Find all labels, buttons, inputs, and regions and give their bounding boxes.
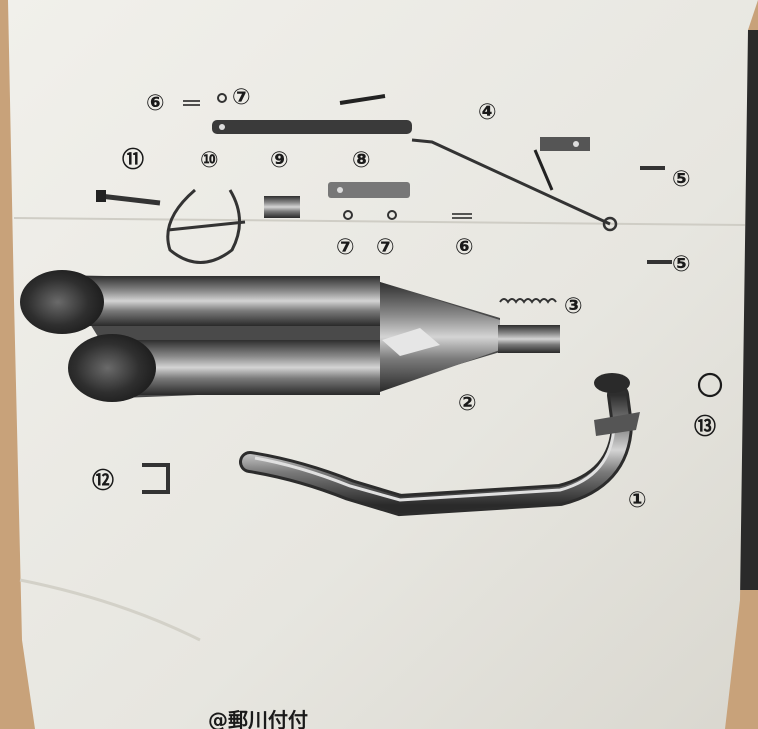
part-9-collar — [264, 196, 300, 218]
part-4-stay-plate — [540, 137, 590, 151]
stay-hole — [219, 124, 225, 130]
part-7-nut-b — [387, 210, 397, 220]
part-10-clamp-band — [166, 188, 242, 264]
label-part-3: ③ — [564, 294, 583, 319]
part-4-stay-rod — [411, 138, 611, 226]
upper-muffler-end-cap — [20, 270, 104, 334]
collector-section — [380, 282, 500, 392]
label-part-9: ⑨ — [270, 148, 289, 173]
header-pipe-highlight — [254, 424, 616, 502]
muffler-inlet-pipe — [498, 325, 560, 353]
label-part-5-upper: ⑤ — [672, 167, 691, 192]
part-6-screw-lower — [452, 213, 472, 219]
part-8-bracket — [328, 182, 410, 198]
part-13-gasket — [697, 372, 723, 398]
part-2-muffler-assembly — [20, 270, 560, 402]
stay-bolt — [339, 94, 386, 105]
label-part-11: ⑪ — [122, 147, 144, 173]
label-part-1: ① — [628, 488, 647, 513]
paper-fold-line — [13, 217, 746, 226]
lower-muffler-end-cap — [68, 334, 156, 402]
header-mount-plate — [594, 412, 640, 436]
paper-crease — [19, 578, 201, 642]
part-7-nut-a — [343, 210, 353, 220]
part-11-long-bolt — [99, 193, 161, 206]
stay-rod-eye — [602, 216, 618, 232]
label-part-7-top: ⑦ — [232, 85, 251, 110]
label-part-5-lower: ⑤ — [672, 252, 691, 277]
header-flange — [594, 373, 630, 393]
part-6-screw-top — [183, 100, 200, 106]
stay-plate-hole — [573, 141, 579, 147]
label-part-6-lower: ⑥ — [455, 235, 474, 260]
collector-highlight — [382, 328, 440, 356]
label-part-12: ⑫ — [92, 468, 114, 494]
label-part-7-a: ⑦ — [336, 235, 355, 260]
label-part-2: ② — [458, 391, 477, 416]
part-1-exhaust-pipe — [239, 373, 640, 517]
bolt-head — [96, 190, 106, 202]
label-part-10: ⑩ — [200, 148, 219, 173]
upper-muffler-tube — [60, 276, 380, 326]
part-7-nut-top — [217, 93, 227, 103]
part-4-stay-bar — [212, 120, 412, 134]
part-number-labels: ⑥ ⑦ ④ ⑪ ⑩ ⑨ ⑧ ⑤ ⑦ ⑦ ⑥ ⑤ ③ ② ⑫ ① ⑬ — [92, 85, 716, 513]
label-part-4: ④ — [478, 100, 497, 125]
clamp-strap — [167, 220, 246, 232]
part-12-clip — [142, 463, 170, 494]
label-part-7-b: ⑦ — [376, 235, 395, 260]
label-part-6-top: ⑥ — [146, 91, 165, 116]
label-part-8: ⑧ — [352, 148, 371, 173]
label-part-13: ⑬ — [694, 414, 716, 440]
bracket-hole — [337, 187, 343, 193]
footer-text-fragment: @郵川付付 — [208, 708, 308, 729]
stay-rod-arm — [533, 149, 554, 191]
part-3-spring — [499, 298, 557, 304]
header-pipe-body — [242, 387, 631, 514]
